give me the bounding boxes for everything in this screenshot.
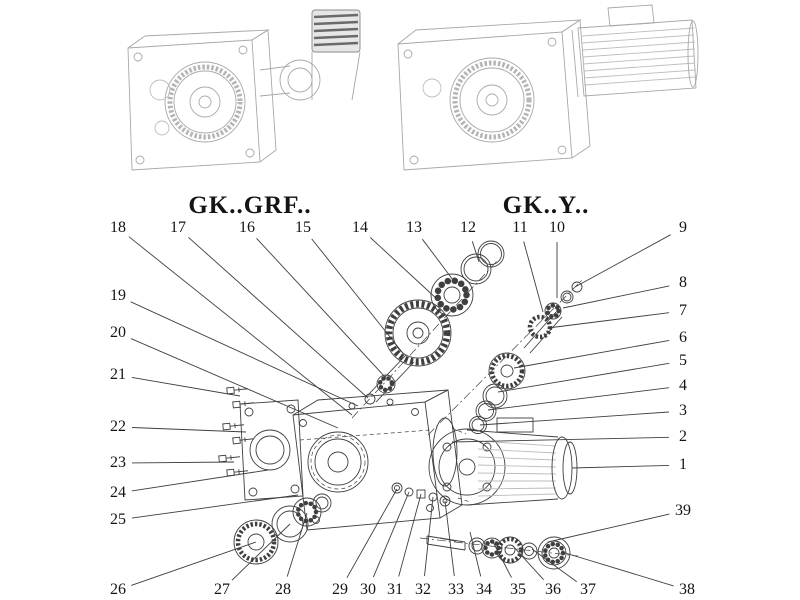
grf-flange-block [311, 9, 361, 101]
leader-line-34 [469, 531, 482, 577]
part-number-27: 27 [214, 581, 230, 598]
leader-line-5 [497, 362, 670, 393]
leader-line-13 [422, 238, 457, 285]
leader-line-25 [131, 494, 299, 519]
part-number-38: 38 [679, 581, 695, 598]
gk-grf-drawing [127, 9, 361, 171]
part-number-29: 29 [332, 581, 348, 598]
part-number-34: 34 [476, 581, 492, 598]
pinion-shaft-group [523, 281, 583, 354]
leader-line-39 [547, 513, 670, 543]
part-number-22: 22 [110, 418, 126, 435]
leader-line-26 [131, 541, 257, 586]
leader-line-30 [372, 491, 410, 578]
part-number-8: 8 [679, 274, 687, 291]
variant-label-grf: GK..GRF.. [188, 192, 312, 219]
part-number-35: 35 [510, 581, 526, 598]
leader-line-11 [523, 241, 544, 313]
leader-lines [128, 234, 674, 587]
part-number-37: 37 [580, 581, 596, 598]
bevel-gear [488, 352, 526, 390]
leader-line-4 [487, 387, 670, 411]
part-number-28: 28 [275, 581, 291, 598]
part-number-31: 31 [387, 581, 403, 598]
leader-line-33 [444, 500, 455, 577]
part-number-6: 6 [679, 329, 687, 346]
leader-line-29 [346, 488, 398, 579]
leader-line-9 [574, 234, 671, 288]
upper-bearing [430, 273, 474, 317]
part-number-3: 3 [679, 402, 687, 419]
motor-sketch [571, 4, 699, 98]
part-number-13: 13 [406, 219, 422, 236]
leader-line-28 [286, 512, 308, 577]
gk-y-drawing [397, 4, 699, 171]
part-number-7: 7 [679, 302, 687, 319]
part-number-32: 32 [415, 581, 431, 598]
leader-line-18 [128, 236, 353, 416]
gear-housing [292, 389, 471, 531]
input-shaft-gear [364, 299, 452, 405]
part-number-9: 9 [679, 219, 687, 236]
leader-line-27 [231, 523, 291, 581]
part-number-11: 11 [512, 219, 528, 236]
leader-line-38 [561, 551, 674, 587]
leader-line-35 [491, 539, 512, 578]
variant-label-y: GK..Y.. [502, 192, 590, 219]
leader-line-24 [131, 469, 269, 492]
leader-line-12 [471, 241, 480, 263]
leader-line-19 [130, 301, 359, 407]
part-number-30: 30 [360, 581, 376, 598]
leader-line-2 [451, 436, 670, 443]
leader-line-16 [256, 237, 387, 379]
leader-line-37 [531, 548, 577, 583]
part-number-33: 33 [448, 581, 464, 598]
leader-line-20 [130, 338, 339, 429]
flange-plate [239, 399, 304, 501]
part-number-18: 18 [110, 219, 126, 236]
part-number-5: 5 [679, 352, 687, 369]
part-number-12: 12 [460, 219, 476, 236]
leader-line-32 [424, 496, 434, 577]
leader-line-6 [513, 339, 670, 369]
lower-left-gear-set [233, 493, 332, 565]
part-number-39: 39 [675, 502, 691, 519]
part-number-2: 2 [679, 428, 687, 445]
part-number-15: 15 [295, 219, 311, 236]
part-number-24: 24 [110, 484, 126, 501]
part-number-14: 14 [352, 219, 368, 236]
leader-line-31 [398, 493, 422, 577]
leader-line-15 [311, 238, 403, 353]
part-number-10: 10 [549, 219, 565, 236]
part-number-16: 16 [239, 219, 255, 236]
part-number-1: 1 [679, 456, 687, 473]
leader-line-1 [571, 464, 670, 469]
leader-line-17 [188, 236, 369, 399]
part-number-25: 25 [110, 511, 126, 528]
part-number-23: 23 [110, 454, 126, 471]
leader-line-8 [562, 285, 670, 309]
leader-line-23 [131, 461, 235, 464]
leader-line-7 [547, 312, 670, 329]
part-number-21: 21 [110, 366, 126, 383]
part-number-36: 36 [545, 581, 561, 598]
leader-line-21 [131, 376, 241, 397]
leader-line-3 [479, 411, 670, 426]
part-number-19: 19 [110, 287, 126, 304]
leader-line-14 [369, 237, 439, 301]
part-number-4: 4 [679, 377, 687, 394]
part-number-26: 26 [110, 581, 126, 598]
part-number-17: 17 [170, 219, 186, 236]
exploded-view [218, 240, 583, 570]
retaining-rings [460, 240, 505, 285]
leader-line-22 [131, 427, 247, 433]
electric-motor [428, 417, 578, 506]
part-number-20: 20 [110, 324, 126, 341]
leader-line-36 [511, 544, 544, 581]
